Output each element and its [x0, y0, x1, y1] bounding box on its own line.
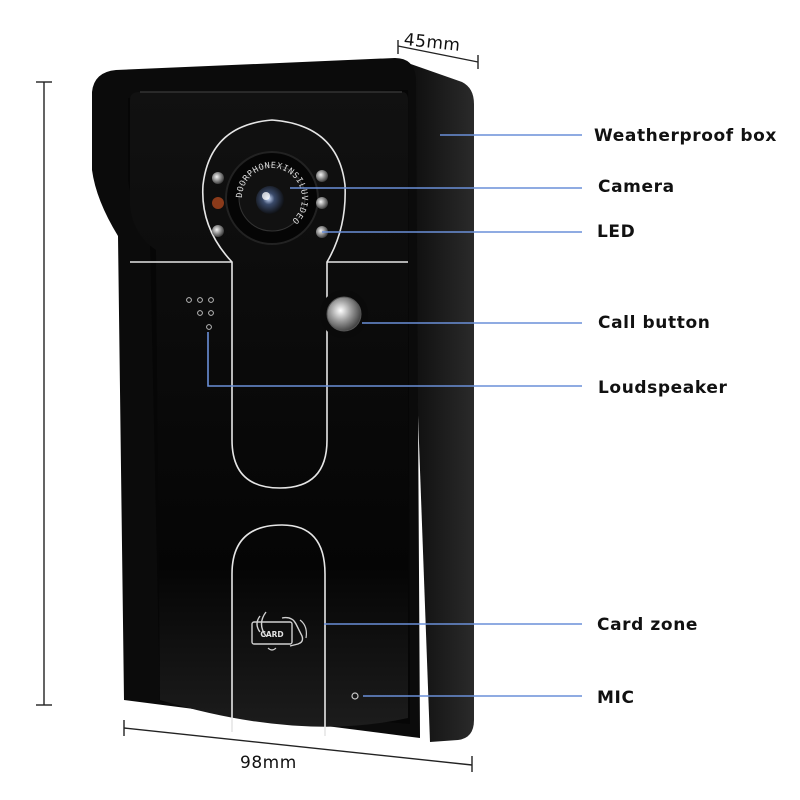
led [316, 197, 328, 209]
label-card-zone: Card zone [597, 615, 699, 635]
height-dimension-label: 180mm [0, 356, 2, 446]
loudspeaker-grille [186, 297, 214, 330]
label-loudspeaker: Loudspeaker [598, 378, 728, 398]
label-call-button: Call button [598, 313, 711, 333]
label-led: LED [597, 222, 636, 242]
width-dimension-line [123, 727, 473, 766]
led [212, 172, 224, 184]
dimension-lines [36, 40, 479, 772]
camera: DOORPHONEXINSILUVIDEO [225, 151, 319, 245]
front-panel [130, 91, 408, 736]
height-dimension-text: 180mm [0, 356, 2, 425]
callout-lines [207, 134, 582, 697]
card-icon: CARD [251, 611, 307, 651]
camera-housing [201, 119, 346, 489]
label-camera: Camera [598, 177, 675, 197]
width-dimension-label: 98mm [240, 753, 297, 773]
card-zone-outline [231, 524, 326, 736]
led [212, 197, 224, 209]
mic-hole [351, 692, 359, 700]
led [316, 170, 328, 182]
depth-dimension-line [397, 45, 479, 63]
led [212, 225, 224, 237]
label-weatherproof-box: Weatherproof box [594, 126, 777, 146]
call-button [320, 290, 368, 338]
svg-text:CARD: CARD [260, 630, 283, 639]
label-mic: MIC [597, 688, 635, 708]
camera-lens [256, 186, 284, 214]
callout-line-loudspeaker [207, 332, 582, 387]
